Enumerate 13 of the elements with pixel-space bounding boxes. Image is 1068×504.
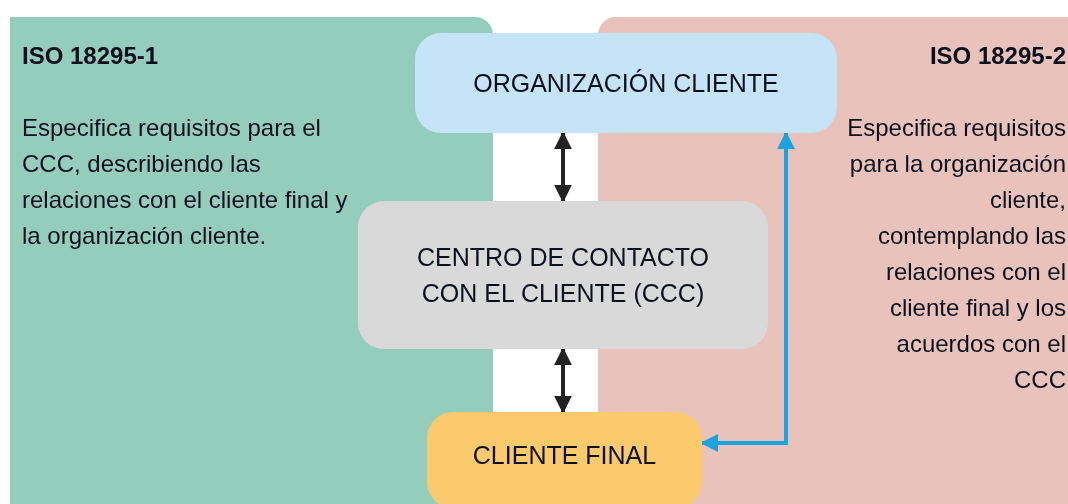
arrow bbox=[554, 131, 572, 203]
panel-description: Especifica requisitos para la organización cliente, contemplando las relaciones con el cliente final y los acuerdos con el CCC bbox=[846, 113, 1066, 395]
panel-heading: ISO 18295-2 bbox=[929, 41, 1066, 71]
arrow bbox=[700, 131, 795, 452]
arrow bbox=[554, 347, 572, 414]
box-label: CLIENTE FINAL bbox=[472, 440, 657, 471]
entity-box bbox=[415, 33, 837, 133]
box-label: CENTRO DE CONTACTO CON EL CLIENTE (CCC) bbox=[415, 242, 711, 309]
panel-heading: ISO 18295-1 bbox=[22, 41, 159, 71]
entity-box bbox=[358, 201, 768, 349]
entity-box bbox=[427, 412, 702, 504]
box-label: ORGANIZACIÓN CLIENTE bbox=[473, 68, 779, 99]
panel-description: Especifica requisitos para el CCC, describiendo las relaciones con el cliente final y la organización cliente. bbox=[22, 113, 349, 251]
